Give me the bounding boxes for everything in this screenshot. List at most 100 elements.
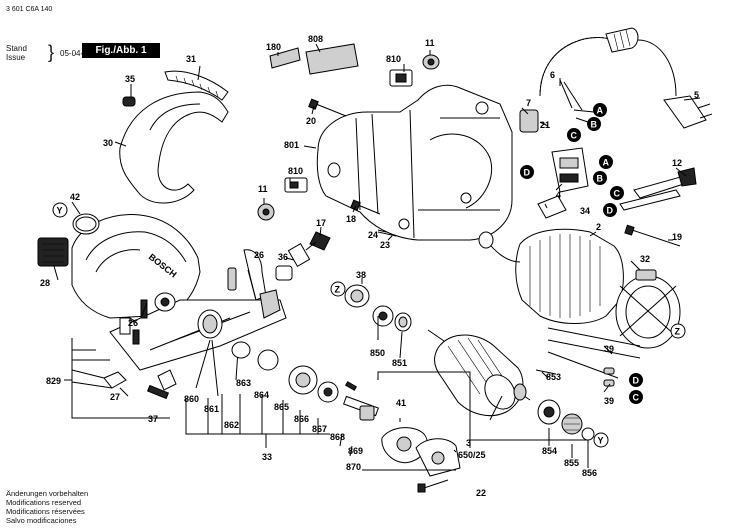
part-label-31: 31 (186, 54, 196, 64)
footer-note-en: Modifications reserved (6, 498, 82, 507)
part-label-6: 6 (550, 70, 555, 80)
part-label-854: 854 (542, 446, 557, 456)
part-label-853: 853 (546, 372, 561, 382)
part-label-26-left: 26 (128, 318, 138, 328)
part-label-3: 3 (466, 438, 471, 448)
spindle-gear-part (154, 292, 223, 339)
part-label-866: 866 (294, 414, 309, 424)
svg-text:D: D (524, 168, 531, 178)
guard-handle-part (37, 237, 69, 267)
bracket-part (619, 167, 697, 211)
part-label-855: 855 (564, 458, 579, 468)
part-label-35: 35 (125, 74, 135, 84)
part-label-869: 869 (348, 446, 363, 456)
nameplate-part (269, 43, 359, 75)
connector-marker-b: B (587, 117, 601, 131)
part-label-32: 32 (640, 254, 650, 264)
depth-knob-part (275, 231, 331, 281)
part-label-12: 12 (672, 158, 682, 168)
part-label-810-top: 810 (386, 54, 401, 64)
part-label-11-left: 11 (258, 184, 268, 194)
ring-marker-z: Z (330, 281, 346, 297)
svg-text:C: C (614, 189, 621, 199)
issue-label: Issue (6, 53, 26, 62)
part-label-810-left: 810 (288, 166, 303, 176)
part-label-865: 865 (274, 402, 289, 412)
svg-text:Y: Y (598, 436, 604, 446)
svg-text:D: D (633, 376, 640, 386)
o-ring-part (72, 213, 100, 235)
issue-date: 05-04-14 (60, 49, 93, 58)
part-label-28: 28 (40, 278, 50, 288)
svg-text:A: A (603, 158, 610, 168)
part-label-39-top: 39 (604, 344, 614, 354)
part-label-808: 808 (308, 34, 323, 44)
svg-text:C: C (571, 131, 578, 141)
connector-marker-c: C (629, 390, 643, 404)
svg-text:Z: Z (335, 285, 341, 295)
part-label-30: 30 (103, 138, 113, 148)
footer-note-de: Änderungen vorbehalten (6, 489, 89, 498)
connector-marker-d: D (629, 373, 643, 387)
shaft-part (343, 395, 461, 493)
ring-marker-y: Y (52, 202, 68, 218)
svg-text:B: B (597, 174, 604, 184)
armature-bearing-part (535, 369, 595, 441)
svg-text:D: D (607, 206, 614, 216)
connector-marker-d: D (603, 203, 617, 217)
connector-marker-d: D (520, 165, 534, 179)
part-label-18: 18 (346, 214, 356, 224)
part-label-11-top: 11 (425, 38, 435, 48)
part-label-180: 180 (266, 42, 281, 52)
part-label-4: 4 (556, 190, 561, 200)
part-label-860: 860 (184, 394, 199, 404)
part-label-41: 41 (396, 398, 406, 408)
bearing-shield-part (615, 269, 681, 349)
part-label-851: 851 (392, 358, 407, 368)
svg-text:Y: Y (57, 206, 63, 216)
adjuster-part (247, 269, 281, 319)
knob-part (122, 96, 136, 107)
part-label-33: 33 (262, 452, 272, 462)
part-label-20: 20 (306, 116, 316, 126)
part-label-26-top: 26 (254, 250, 264, 260)
clamp-part (103, 369, 177, 400)
connector-marker-b: B (593, 171, 607, 185)
connector-marker-c: C (610, 186, 624, 200)
screw-part (308, 98, 681, 247)
part-label-21: 21 (540, 120, 550, 130)
part-label-39-bottom: 39 (604, 396, 614, 406)
part-label-868: 868 (330, 432, 345, 442)
connector-marker-a: A (599, 155, 613, 169)
lever-part (227, 249, 267, 301)
connector-marker-a: A (593, 103, 607, 117)
part-label-829: 829 (46, 376, 61, 386)
part-label-870: 870 (346, 462, 361, 472)
part-label-863: 863 (236, 378, 251, 388)
part-label-27: 27 (110, 392, 120, 402)
part-label-650-25: 650/25 (458, 450, 486, 460)
svg-text:A: A (597, 106, 604, 116)
part-label-2: 2 (596, 222, 601, 232)
bearing-set-part (231, 284, 412, 403)
part-label-17: 17 (316, 218, 326, 228)
connector-marker-c: C (567, 128, 581, 142)
svg-text:C: C (633, 393, 640, 403)
part-label-24: 24 (368, 230, 378, 240)
svg-text:Z: Z (675, 327, 681, 337)
part-label-867: 867 (312, 424, 327, 434)
switch-part (519, 109, 589, 219)
brush-holder-part (257, 54, 440, 221)
svg-text:B: B (591, 120, 598, 130)
part-label-42: 42 (70, 192, 80, 202)
blade-guard-part: BOSCH (71, 214, 201, 319)
footer-note-fr: Modifications réservées (6, 507, 85, 516)
brace-glyph: } (48, 42, 55, 62)
part-label-862: 862 (224, 420, 239, 430)
part-label-22: 22 (476, 488, 486, 498)
part-label-19: 19 (672, 232, 682, 242)
